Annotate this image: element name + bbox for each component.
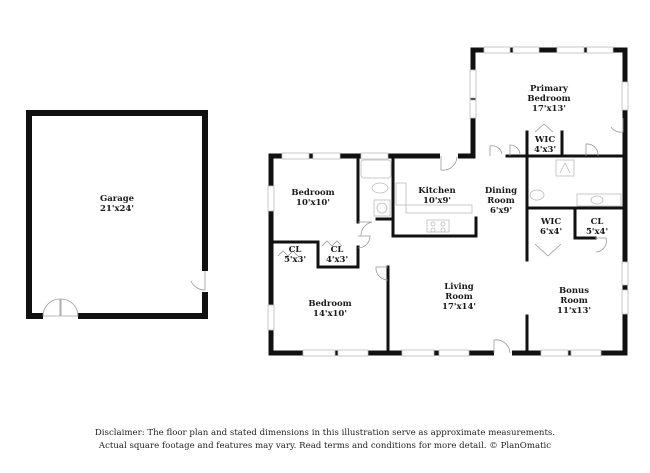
room-dimensions: 17'x14'	[442, 302, 476, 312]
room-dimensions: 5'x4'	[585, 227, 609, 237]
room-name-line2: Bedroom	[527, 94, 571, 104]
windows	[267, 46, 629, 357]
room-dimensions: 4'x3'	[533, 145, 557, 155]
room-dimensions: 6'x9'	[489, 206, 513, 216]
disclaimer-line-1: Disclaimer: The floor plan and stated di…	[94, 428, 556, 438]
room-name: Bedroom	[291, 188, 335, 198]
room-label-bedroom-2: Bedroom 14'x10'	[308, 299, 351, 319]
garage-structure	[26, 110, 209, 320]
room-label-living-room: Living Room 17'x14'	[442, 282, 476, 312]
room-name: WIC	[540, 217, 562, 227]
room-label-kitchen: Kitchen 10'x9'	[418, 186, 456, 206]
room-dimensions: 17'x13'	[532, 104, 566, 114]
room-dimensions: 5'x3'	[283, 255, 307, 265]
room-label-wic-primary: WIC 4'x3'	[534, 135, 556, 155]
room-name-line1: Bonus	[559, 286, 589, 296]
room-dimensions: 6'x4'	[539, 227, 563, 237]
disclaimer-line-2: Actual square footage and features may v…	[98, 441, 552, 451]
room-label-cl-2: CL 4'x3'	[326, 245, 348, 265]
doors	[277, 118, 624, 356]
room-dimensions: 11'x13'	[557, 306, 591, 316]
disclaimer: Disclaimer: The floor plan and stated di…	[0, 427, 650, 453]
room-name-line2: Room	[487, 196, 515, 206]
room-dimensions: 4'x3'	[325, 255, 349, 265]
room-name: Kitchen	[418, 186, 456, 196]
room-name: Garage	[99, 194, 135, 204]
room-name: CL	[590, 217, 604, 227]
room-label-bedroom-1: Bedroom 10'x10'	[291, 188, 334, 208]
room-name: WIC	[534, 135, 556, 145]
room-label-bonus-room: Bonus Room 11'x13'	[557, 286, 591, 316]
room-label-wic-2: WIC 6'x4'	[540, 217, 562, 237]
room-label-dining-room: Dining Room 6'x9'	[485, 186, 517, 216]
room-name-line2: Room	[445, 292, 473, 302]
room-name: CL	[330, 245, 344, 255]
room-name-line1: Dining	[484, 186, 518, 196]
fixtures	[360, 159, 622, 233]
room-name: Bedroom	[308, 299, 352, 309]
room-label-cl-3: CL 5'x4'	[586, 217, 608, 237]
room-dimensions: 21'x24'	[100, 204, 134, 214]
room-name: CL	[288, 245, 302, 255]
room-label-garage: Garage 21'x24'	[100, 194, 134, 214]
room-label-primary-bedroom: Primary Bedroom 17'x13'	[527, 84, 570, 114]
room-dimensions: 10'x9'	[422, 196, 451, 206]
room-name-line1: Primary	[529, 84, 569, 94]
room-name-line1: Living	[444, 282, 474, 292]
room-label-cl-1: CL 5'x3'	[284, 245, 306, 265]
room-name-line2: Room	[560, 296, 588, 306]
room-dimensions: 10'x10'	[296, 198, 330, 208]
room-dimensions: 14'x10'	[313, 309, 347, 319]
